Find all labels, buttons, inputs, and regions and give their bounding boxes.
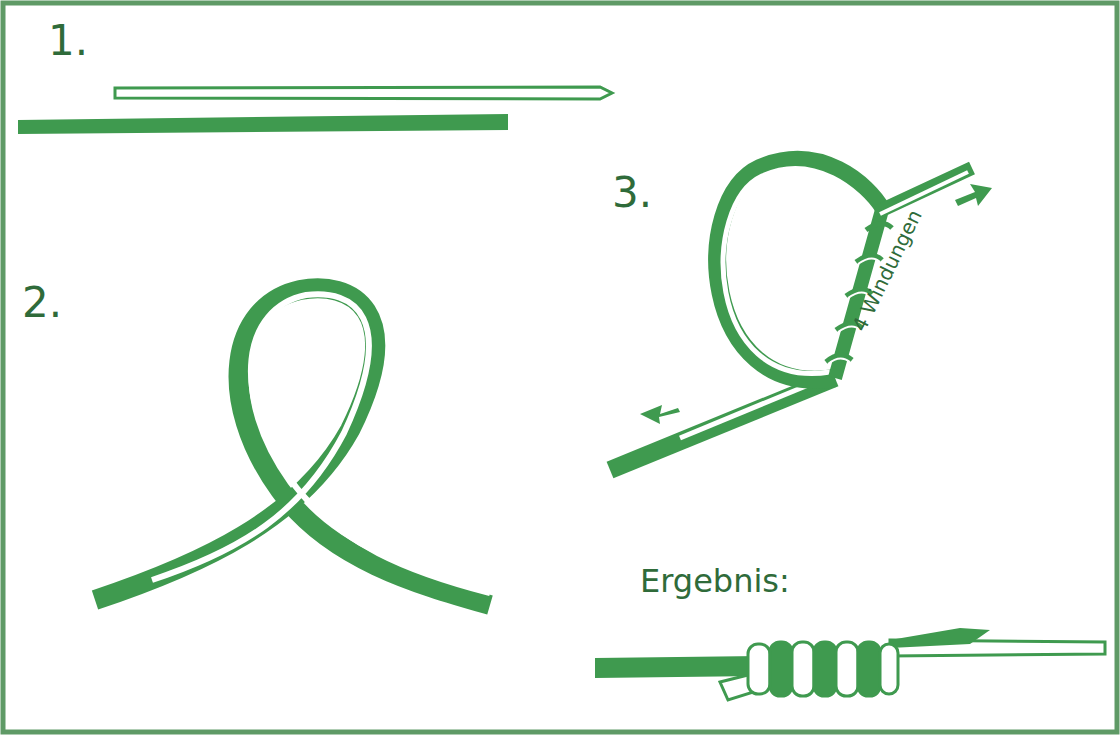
pull-arrow [955, 184, 992, 206]
step-number: 1. [48, 20, 88, 62]
result-heading: Ergebnis: [640, 565, 790, 597]
step-number: 2. [22, 282, 62, 324]
white-strand [115, 87, 612, 99]
step-number: 3. [612, 172, 652, 214]
green-strand [18, 114, 508, 134]
pull-arrow [640, 405, 680, 424]
frame [3, 3, 1117, 732]
loop-step-three [610, 160, 992, 470]
loop-step-two [95, 288, 490, 605]
finished-knot [595, 628, 1105, 700]
